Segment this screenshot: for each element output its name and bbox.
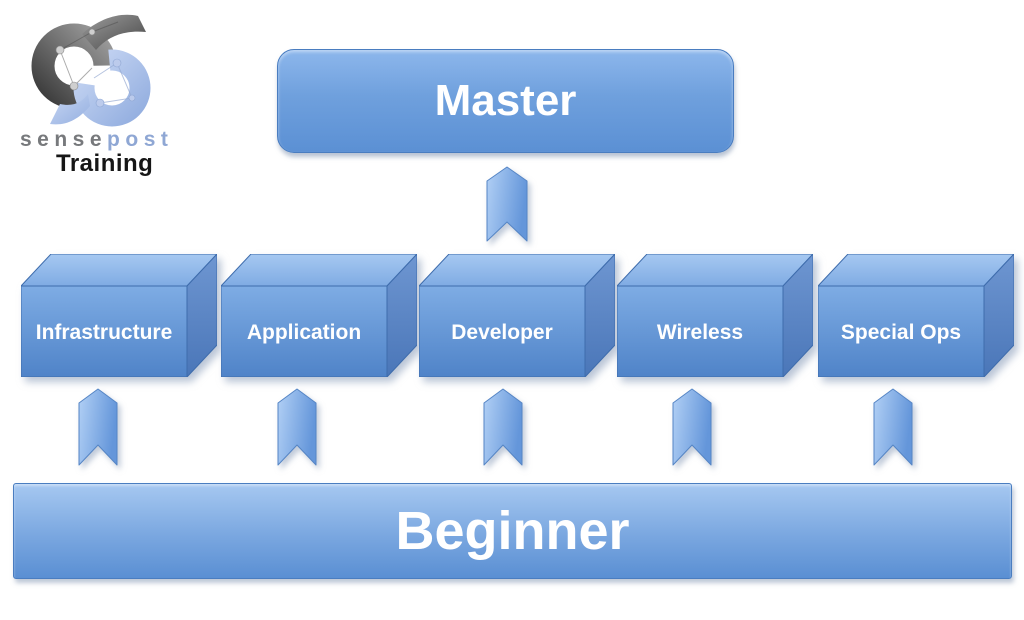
up-arrow-icon	[672, 388, 712, 466]
brand-part-post: post	[107, 128, 174, 151]
up-arrow-icon	[78, 388, 118, 466]
course-box-application: Application	[221, 254, 417, 377]
brand-part-sense: sense	[20, 128, 108, 151]
master-level-label: Master	[434, 76, 577, 125]
up-arrow-icon	[486, 166, 528, 242]
sensepost-wordmark: sensepost	[20, 128, 173, 152]
master-level-box: Master	[277, 49, 734, 153]
course-box-infrastructure: Infrastructure	[21, 254, 217, 377]
course-box-developer: Developer	[419, 254, 615, 377]
beginner-level-label: Beginner	[395, 501, 630, 561]
sensepost-logo: sensepost Training	[14, 6, 224, 177]
course-box-label: Special Ops	[841, 321, 961, 344]
course-box-label: Developer	[451, 321, 553, 344]
up-arrow-icon	[873, 388, 913, 466]
beginner-level-bar: Beginner	[13, 483, 1012, 579]
course-box-label: Application	[247, 321, 361, 344]
course-box-label: Infrastructure	[36, 321, 173, 344]
up-arrow-icon	[483, 388, 523, 466]
course-box-label: Wireless	[657, 321, 743, 344]
course-box-special-ops: Special Ops	[818, 254, 1014, 377]
up-arrow-icon	[277, 388, 317, 466]
sensepost-logo-mark	[31, 14, 151, 127]
logo-subtitle: Training	[56, 150, 154, 177]
course-box-wireless: Wireless	[617, 254, 813, 377]
